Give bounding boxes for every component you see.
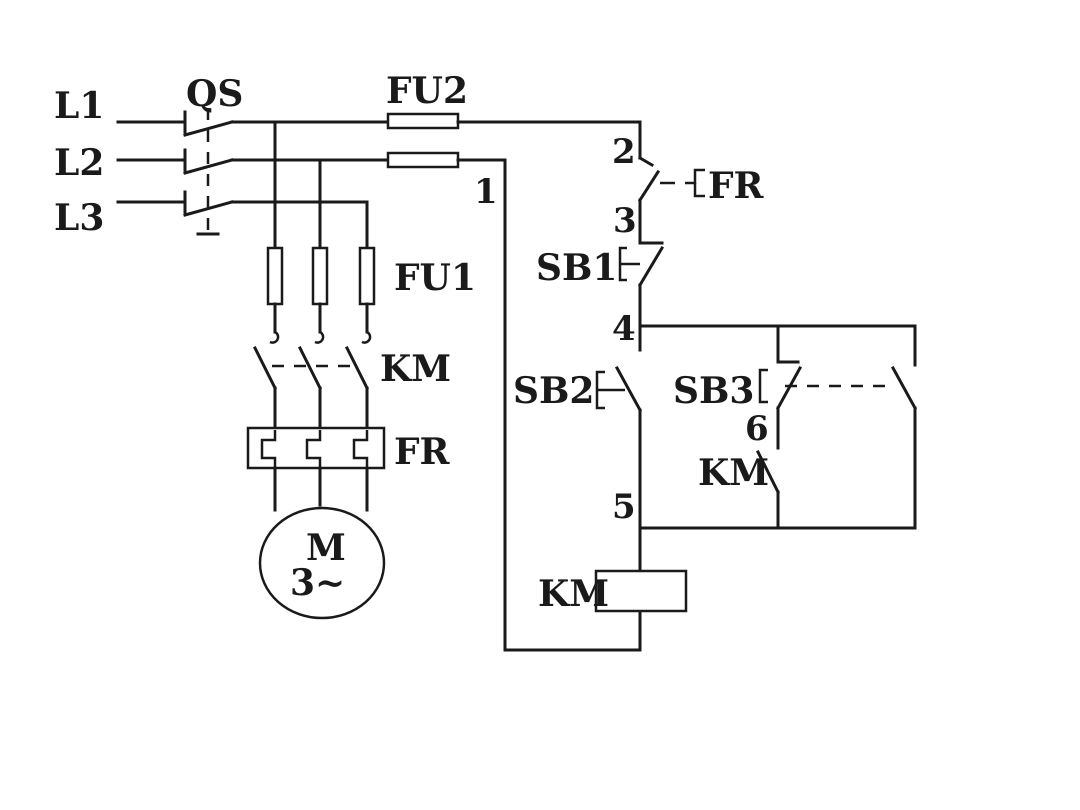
node-label-3: 3	[613, 201, 637, 241]
label-km-coil: KM	[538, 573, 609, 615]
qs-disconnect-switch	[116, 108, 234, 236]
label-motor-phase: 3~	[290, 562, 345, 604]
wire-node-1	[456, 158, 642, 652]
label-fu2: FU2	[386, 70, 468, 112]
km-coil	[594, 569, 688, 613]
wire-l3	[230, 200, 369, 250]
label-km-aux: KM	[698, 452, 769, 494]
label-l1: L1	[54, 85, 104, 127]
km-aux-contact	[755, 438, 781, 530]
fu2-fuses	[386, 112, 460, 169]
node-label-2: 2	[612, 132, 636, 172]
label-sb3: SB3	[673, 370, 754, 412]
label-qs: QS	[186, 73, 243, 115]
fr-nc-contact	[637, 155, 705, 237]
wire-node-2	[456, 120, 642, 160]
km-main-contacts	[252, 330, 372, 432]
node-label-4: 4	[612, 309, 636, 349]
label-fu1: FU1	[394, 257, 476, 299]
label-sb1: SB1	[536, 247, 617, 289]
label-fr-ctrl: FR	[708, 165, 765, 207]
sb3-compound-button	[758, 360, 918, 530]
label-l3: L3	[54, 197, 104, 239]
node-label-6: 6	[745, 409, 769, 449]
node-label-1: 1	[474, 172, 498, 212]
node-label-5: 5	[612, 487, 636, 527]
label-sb2: SB2	[513, 370, 594, 412]
motor	[258, 506, 386, 620]
label-motor-m: M	[306, 527, 346, 569]
label-fr-main: FR	[394, 431, 451, 473]
label-l2: L2	[54, 142, 104, 184]
bus-node-4	[638, 324, 917, 367]
sb1-stop-button	[618, 233, 665, 352]
label-km-main: KM	[380, 348, 451, 390]
fr-thermal-relay	[246, 426, 386, 512]
fu1-fuses	[266, 246, 376, 334]
